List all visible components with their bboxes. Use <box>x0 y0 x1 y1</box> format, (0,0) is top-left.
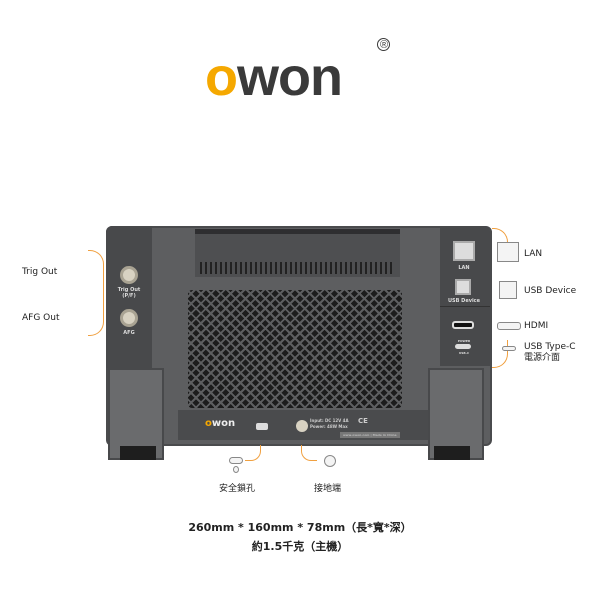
callout-ground: 接地端 <box>314 484 342 494</box>
trig-out-bnc-connector[interactable] <box>120 266 138 284</box>
afg-label: AFG <box>123 330 135 336</box>
usb-c-power-port[interactable] <box>455 344 471 349</box>
usb-device-icon <box>499 281 517 299</box>
ce-mark: CE <box>358 417 368 425</box>
usb-device-label: USB Device <box>447 298 481 304</box>
afg-bnc-connector[interactable] <box>120 309 138 327</box>
ground-icon <box>324 455 336 467</box>
left-foot <box>108 368 164 460</box>
vent-slots <box>200 262 395 274</box>
callout-afg-out: AFG Out <box>22 313 60 323</box>
usb-device-port[interactable] <box>455 279 471 295</box>
website-strip: www.owon.com | Made in China <box>340 432 400 438</box>
left-io-panel <box>106 226 152 368</box>
callout-lan: LAN <box>524 249 543 259</box>
lan-icon <box>497 242 519 262</box>
usb-c-label: USB-C <box>458 351 470 355</box>
weight-text: 約1.5千克（主機） <box>251 540 349 553</box>
lan-port-label: LAN <box>458 265 470 271</box>
lock-icon <box>233 466 239 473</box>
hdmi-port[interactable] <box>452 321 474 329</box>
dimensions-text: 260mm * 160mm * 78mm（長*寬*深） <box>188 521 412 534</box>
device-brand-logo: oowonwon <box>205 418 236 429</box>
usb-c-icon <box>502 346 516 351</box>
right-foot-pad <box>434 446 470 460</box>
ground-terminal[interactable] <box>296 420 308 432</box>
lock-slot-icon <box>229 457 243 464</box>
callout-trig-out: Trig Out <box>22 267 58 277</box>
power-label: POWER <box>457 339 471 343</box>
callout-security-lock: 安全鎖孔 <box>219 484 256 494</box>
security-lock-slot[interactable] <box>256 423 268 430</box>
lan-port[interactable] <box>453 241 475 261</box>
ventilation-grill <box>188 290 402 408</box>
owon-logo: oWON® <box>205 38 395 104</box>
left-foot-pad <box>120 446 156 460</box>
callout-usb-device: USB Device <box>524 286 577 296</box>
callout-hdmi: HDMI <box>524 321 549 331</box>
hdmi-icon <box>497 322 521 330</box>
trig-out-label: Trig Out(P/F) <box>117 287 141 299</box>
